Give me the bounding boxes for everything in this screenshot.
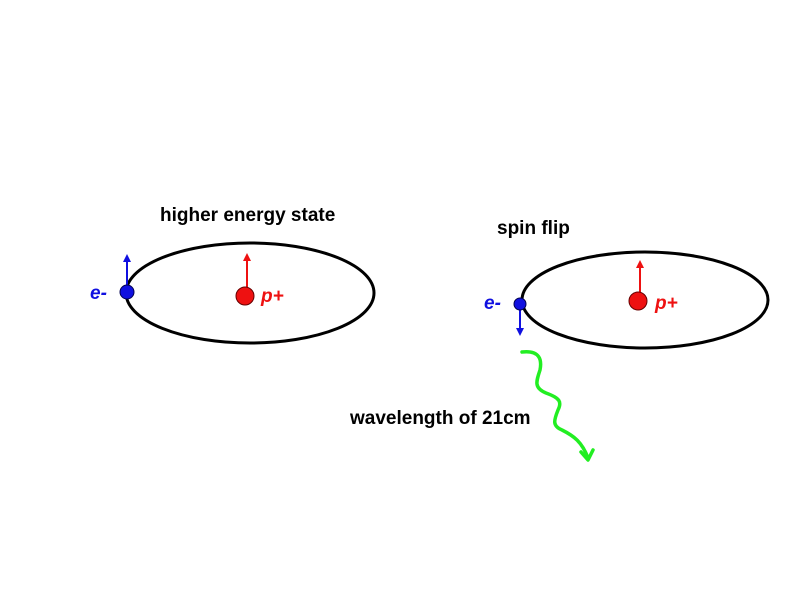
proton-dot	[235, 286, 255, 306]
panel-spin-flip: spin flip e- p+	[484, 218, 770, 350]
photon-arrowhead-icon	[579, 448, 595, 462]
electron-dot	[119, 284, 135, 300]
proton-label: p+	[260, 286, 284, 307]
panel-higher-energy-state: higher energy state e- p+	[90, 205, 376, 345]
panel-title: higher energy state	[160, 205, 335, 226]
proton-dot	[628, 291, 648, 311]
photon-wave-icon	[520, 350, 590, 460]
emitted-photon: wavelength of 21cm	[349, 350, 595, 462]
electron-dot	[513, 297, 527, 311]
proton-label: p+	[654, 293, 678, 314]
electron-label: e-	[90, 283, 107, 304]
photon-wavelength-label: wavelength of 21cm	[349, 408, 531, 429]
panel-title: spin flip	[497, 218, 570, 239]
electron-label: e-	[484, 293, 501, 314]
